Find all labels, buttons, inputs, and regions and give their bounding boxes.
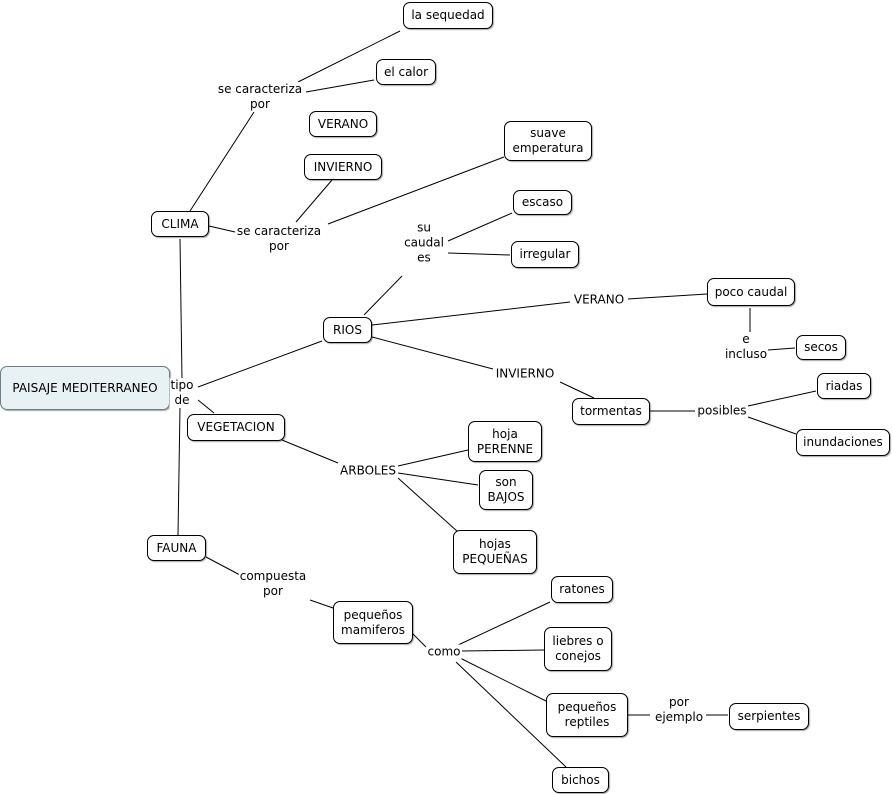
concept-clima[interactable]: CLIMA: [151, 211, 209, 237]
edge: [205, 556, 241, 576]
concept-riadas[interactable]: riadas: [817, 373, 871, 399]
concept-tormentas[interactable]: tormentas: [572, 398, 650, 425]
edge: [627, 293, 708, 300]
link-tipo-de: tipo de: [169, 378, 195, 408]
edge: [327, 156, 505, 225]
concept-hojas-pequenas[interactable]: hojas PEQUEÑAS: [453, 530, 537, 574]
concept-el-calor[interactable]: el calor: [376, 59, 436, 85]
concept-pequenos-mamiferos[interactable]: pequeños mamiferos: [333, 601, 413, 644]
concept-pequenos-reptiles[interactable]: pequeños reptiles: [546, 693, 628, 737]
concept-suave-emperatura[interactable]: suave emperatura: [504, 121, 592, 161]
edge: [559, 381, 595, 399]
concept-invierno[interactable]: INVIERNO: [304, 154, 382, 180]
edge: [459, 657, 547, 702]
concept-inundaciones[interactable]: inundaciones: [796, 429, 890, 456]
concept-serpientes[interactable]: serpientes: [729, 703, 809, 730]
concept-vegetacion[interactable]: VEGETACION: [187, 414, 285, 441]
concept-verano[interactable]: VERANO: [309, 111, 377, 137]
link-por-ejemplo: por ejemplo: [653, 695, 705, 725]
link-invierno: INVIERNO: [494, 366, 556, 382]
edge: [177, 406, 181, 536]
edge: [189, 111, 255, 212]
edge: [309, 599, 334, 609]
concept-paisaje-mediterraneo[interactable]: PAISAJE MEDITERRANEO: [0, 366, 170, 410]
concept-ratones[interactable]: ratones: [551, 576, 613, 603]
concept-poco-caudal[interactable]: poco caudal: [707, 278, 795, 306]
link-arboles: ARBOLES: [339, 463, 397, 479]
edge: [281, 439, 339, 464]
link-se-caracteriza-por-2: se caracteriza por: [235, 224, 323, 254]
edge: [305, 79, 375, 93]
link-posibles: posibles: [696, 403, 748, 419]
link-como: como: [426, 644, 462, 660]
edge: [397, 477, 459, 533]
concept-hoja-perenne[interactable]: hoja PERENNE: [468, 421, 542, 462]
edge: [447, 212, 513, 242]
link-compuesta-por: compuesta por: [238, 569, 308, 599]
edge: [295, 179, 333, 223]
concept-bichos[interactable]: bichos: [552, 767, 609, 793]
concept-son-bajos[interactable]: son BAJOS: [479, 470, 533, 510]
concept-la-sequedad[interactable]: la sequedad: [403, 2, 493, 29]
concept-irregular[interactable]: irregular: [511, 241, 579, 268]
edge: [297, 30, 401, 83]
concept-liebres-o-conejos[interactable]: liebres o conejos: [544, 627, 612, 671]
edge: [455, 661, 567, 768]
edge: [179, 238, 183, 381]
link-e-incluso: e incluso: [723, 332, 769, 362]
concept-secos[interactable]: secos: [796, 335, 846, 360]
edge: [397, 449, 469, 467]
edge: [411, 632, 427, 648]
edge: [455, 601, 551, 647]
concept-fauna[interactable]: FAUNA: [147, 535, 206, 561]
edge: [747, 390, 817, 407]
edge: [447, 252, 511, 256]
edge: [363, 275, 403, 316]
edge: [767, 347, 796, 351]
edge: [371, 336, 494, 370]
edge: [747, 416, 797, 435]
edge: [197, 340, 323, 388]
edge: [461, 649, 545, 652]
concept-rios[interactable]: RIOS: [323, 317, 372, 343]
edge: [208, 225, 236, 233]
concept-escaso[interactable]: escaso: [513, 190, 572, 215]
link-se-caracteriza-por-1: se caracteriza por: [216, 82, 304, 112]
link-su-caudal-es: su caudal es: [403, 220, 445, 266]
link-verano: VERANO: [572, 292, 626, 308]
edge: [397, 472, 479, 486]
edge: [197, 399, 215, 414]
edge: [371, 301, 571, 326]
